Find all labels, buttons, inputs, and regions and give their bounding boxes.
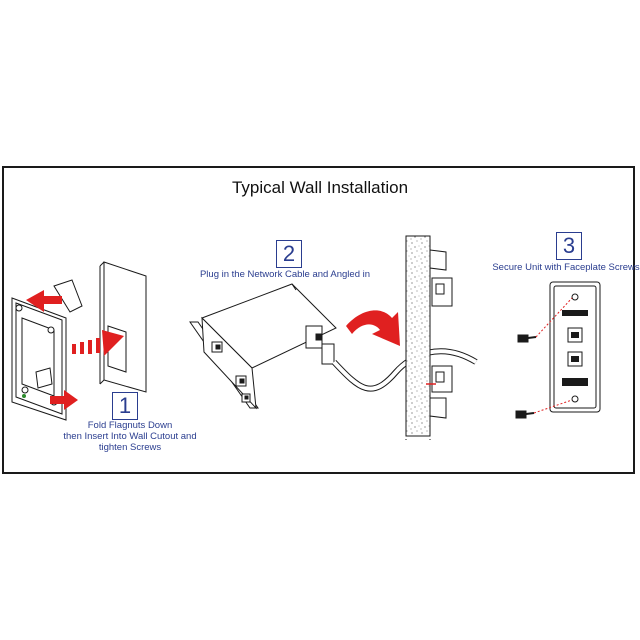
step-3-number: 3 [556, 232, 582, 260]
step-1-caption-line: tighten Screws [98, 442, 162, 453]
screw-lower [515, 410, 535, 419]
faceplate [549, 281, 601, 413]
step1-illustration [11, 261, 147, 421]
step3-illustration [515, 281, 601, 419]
lower-flagnut [429, 397, 447, 419]
step-1-caption: Fold Flagnuts Down then Insert Into Wall… [40, 420, 220, 453]
step-1-caption-line: Fold Flagnuts Down [87, 420, 173, 431]
upper-flagnut [429, 249, 447, 271]
step-3-caption: Secure Unit with Faceplate Screws [492, 262, 640, 273]
rj45-plug [321, 343, 335, 365]
step-1-number: 1 [112, 392, 138, 420]
red-arrow-down-right [50, 390, 78, 410]
diagram-title: Typical Wall Installation [231, 178, 409, 197]
wall-section [405, 235, 453, 440]
step2-illustration [189, 283, 478, 410]
red-arrow-up-left [26, 290, 62, 312]
flagnut-top [53, 279, 83, 313]
step-2-number: 2 [276, 240, 302, 268]
screw-hole [15, 304, 23, 312]
faceplate-screw-top [571, 293, 579, 301]
red-arrow-push [346, 310, 400, 346]
red-arrow-insert [72, 330, 124, 356]
step-1-caption-line: then Insert Into Wall Cutout and [63, 431, 197, 442]
faceplate-screw-bottom [571, 395, 579, 403]
step-2-caption: Plug in the Network Cable and Angled in [199, 269, 371, 280]
screw-upper [517, 334, 537, 343]
